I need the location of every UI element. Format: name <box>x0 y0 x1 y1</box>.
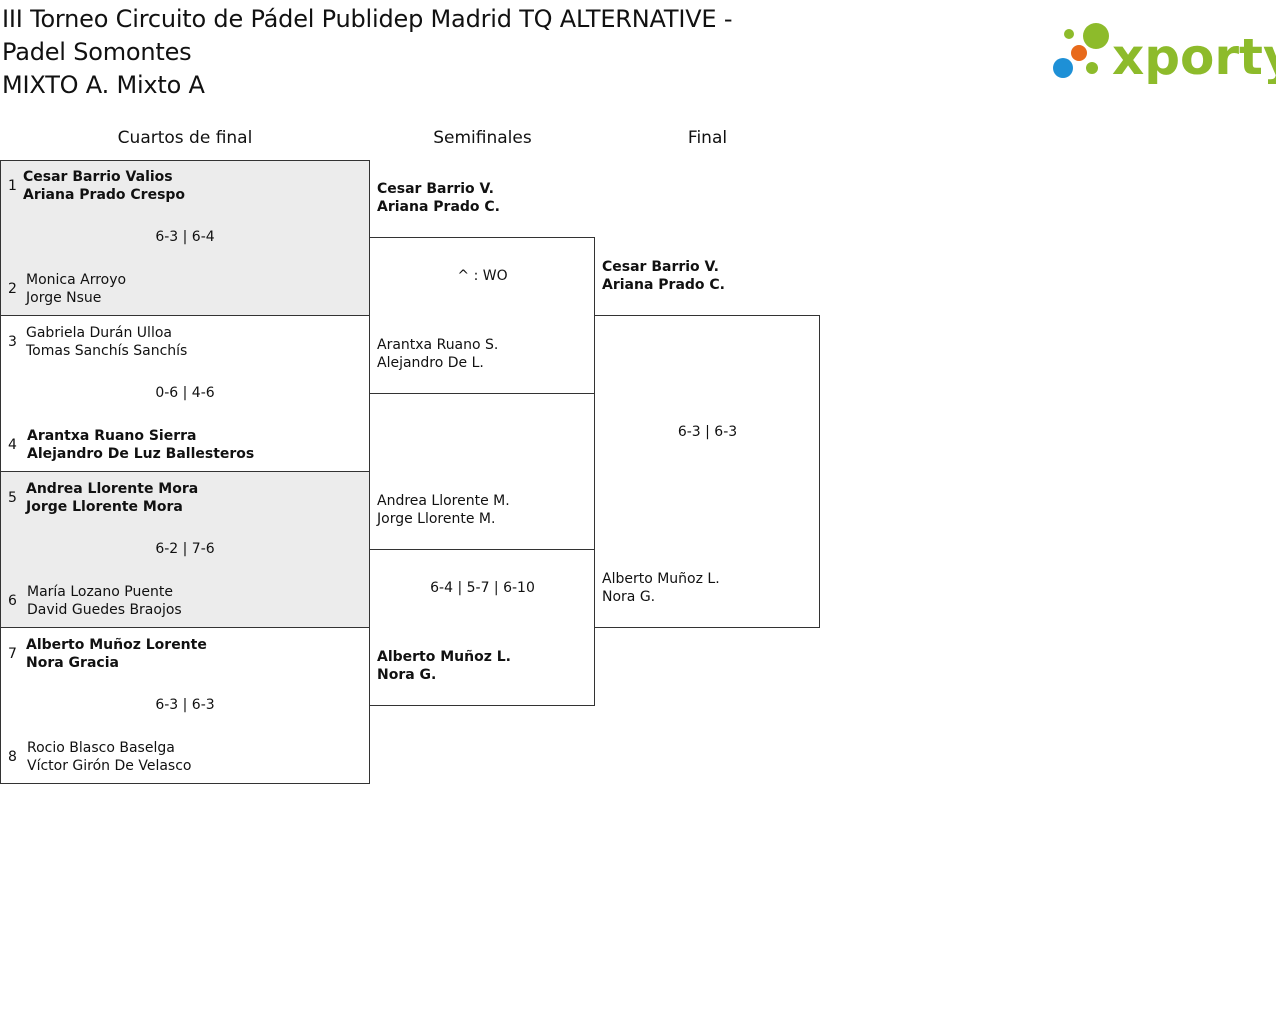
team-names: Andrea Llorente Mora Jorge Llorente Mora <box>26 480 198 516</box>
player-name: Nora G. <box>602 589 656 605</box>
logo-dot-green <box>1083 23 1109 49</box>
player-name: Alberto Muñoz L. <box>377 649 511 665</box>
round-header-semifinals: Semifinales <box>433 128 532 148</box>
final-match <box>594 315 820 628</box>
qf-match-3 <box>0 471 370 628</box>
team-names: Alberto Muñoz Lorente Nora Gracia <box>26 636 207 672</box>
player-name: Víctor Girón De Velasco <box>27 758 192 774</box>
player-name: Nora G. <box>377 667 437 683</box>
seed-number: 1 <box>8 178 17 194</box>
seed-number: 6 <box>8 593 17 609</box>
player-name: Alberto Muñoz L. <box>602 571 720 587</box>
seed-number: 3 <box>8 334 17 350</box>
team-names: Rocio Blasco Baselga Víctor Girón De Vel… <box>27 739 191 775</box>
player-name: Rocio Blasco Baselga <box>27 740 175 756</box>
team-names: Cesar Barrio V. Ariana Prado C. <box>602 258 725 294</box>
player-name: Tomas Sanchís Sanchís <box>26 343 188 359</box>
logo-dot-blue <box>1053 58 1073 78</box>
qf-match-1 <box>0 160 370 316</box>
match-score: 6-2 | 7-6 <box>155 541 215 557</box>
player-name: María Lozano Puente <box>27 584 173 600</box>
player-name: Ariana Prado C. <box>602 277 725 293</box>
match-score: 6-3 | 6-4 <box>155 229 215 245</box>
player-name: Cesar Barrio V. <box>377 181 494 197</box>
page-title: III Torneo Circuito de Pádel Publidep Ma… <box>2 3 882 102</box>
xporty-logo: xporty <box>1053 23 1276 84</box>
round-header-quarterfinals: Cuartos de final <box>117 128 253 148</box>
player-name: Alejandro De L. <box>377 355 484 371</box>
round-header-final: Final <box>687 128 728 148</box>
title-line-3: MIXTO A. Mixto A <box>2 71 205 99</box>
player-name: Cesar Barrio Valios <box>23 169 173 185</box>
team-names: Andrea Llorente M. Jorge Llorente M. <box>377 492 510 528</box>
player-name: Jorge Nsue <box>26 290 102 306</box>
team-names: Cesar Barrio Valios Ariana Prado Crespo <box>23 168 185 204</box>
seed-number: 7 <box>8 646 17 662</box>
player-name: Ariana Prado C. <box>377 199 500 215</box>
player-name: David Guedes Braojos <box>27 602 182 618</box>
title-line-2: Padel Somontes <box>2 38 192 66</box>
logo-dot-orange <box>1071 45 1087 61</box>
player-name: Arantxa Ruano S. <box>377 337 499 353</box>
logo-text: xporty <box>1112 28 1276 84</box>
team-names: Alberto Muñoz L. Nora G. <box>602 570 720 606</box>
title-line-1: III Torneo Circuito de Pádel Publidep Ma… <box>2 5 733 33</box>
match-score: 6-3 | 6-3 <box>155 697 215 713</box>
player-name: Gabriela Durán Ulloa <box>26 325 172 341</box>
match-score: 0-6 | 4-6 <box>155 385 215 401</box>
match-score: 6-3 | 6-3 <box>677 424 738 440</box>
team-names: Alberto Muñoz L. Nora G. <box>377 648 511 684</box>
seed-number: 5 <box>8 490 17 506</box>
player-name: Nora Gracia <box>26 655 119 671</box>
match-score: 6-4 | 5-7 | 6-10 <box>430 580 535 596</box>
player-name: Cesar Barrio V. <box>602 259 719 275</box>
player-name: Jorge Llorente Mora <box>26 499 183 515</box>
team-names: Arantxa Ruano S. Alejandro De L. <box>377 336 498 372</box>
team-names: Monica Arroyo Jorge Nsue <box>26 271 126 307</box>
player-name: Andrea Llorente Mora <box>26 481 199 497</box>
seed-number: 2 <box>8 281 17 297</box>
match-score: ^ : WO <box>457 268 508 284</box>
team-names: Cesar Barrio V. Ariana Prado C. <box>377 180 500 216</box>
team-names: María Lozano Puente David Guedes Braojos <box>27 583 182 619</box>
team-names: Arantxa Ruano Sierra Alejandro De Luz Ba… <box>27 427 254 463</box>
player-name: Arantxa Ruano Sierra <box>27 428 197 444</box>
seed-number: 4 <box>8 437 17 453</box>
seed-number: 8 <box>8 749 17 765</box>
player-name: Andrea Llorente M. <box>377 493 510 509</box>
player-name: Jorge Llorente M. <box>377 511 496 527</box>
player-name: Monica Arroyo <box>26 272 127 288</box>
player-name: Alejandro De Luz Ballesteros <box>27 446 255 462</box>
logo-dot-small-green-2 <box>1086 62 1098 74</box>
team-names: Gabriela Durán Ulloa Tomas Sanchís Sanch… <box>26 324 187 360</box>
logo-dot-small-green <box>1064 29 1074 39</box>
player-name: Ariana Prado Crespo <box>23 187 186 203</box>
player-name: Alberto Muñoz Lorente <box>26 637 207 653</box>
